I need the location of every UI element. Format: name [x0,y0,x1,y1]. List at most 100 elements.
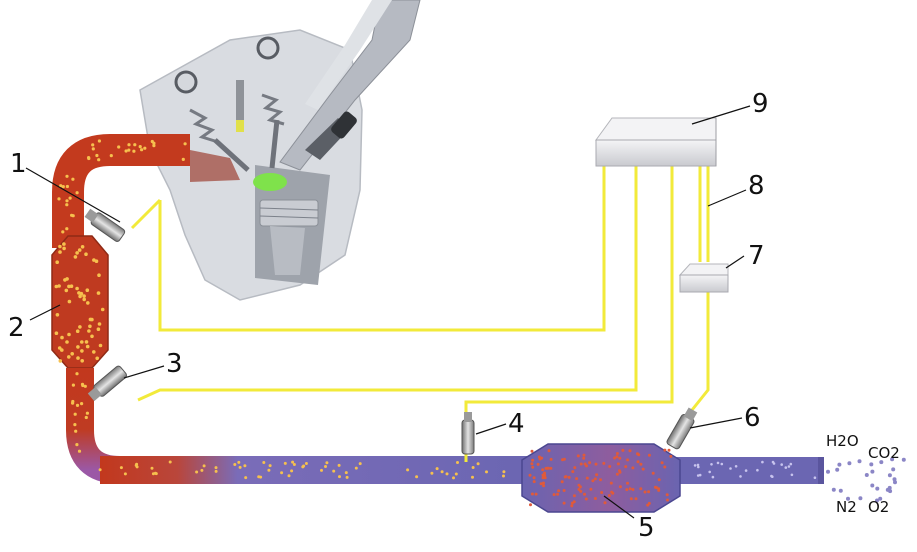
callout-7: 7 [748,241,765,271]
exhaust-particle [84,415,88,420]
emission-molecule [875,498,879,503]
exhaust-particle [290,469,294,473]
exhaust-particle [578,485,582,489]
callout-3: 3 [166,349,183,379]
exhaust-particle [445,472,449,476]
exhaust-particle [54,331,59,336]
exhaust-particle [618,485,622,489]
exhaust-particle [280,471,284,475]
exhaust-particle [610,490,614,494]
exhaust-particle [60,348,64,352]
exhaust-particle [591,479,595,483]
exhaust-particle [78,325,82,329]
exhaust-particle [75,372,79,376]
emission-molecule [835,467,840,472]
exhaust-particle [628,487,632,491]
exhaust-particle [74,429,78,433]
callout-leader-lines [25,105,751,519]
exhaust-particle [531,458,535,462]
emission-molecule [826,469,830,474]
emission-molecule [858,496,863,501]
exhaust-particle [98,468,102,472]
exhaust-particle [406,468,410,472]
exhaust-particle [85,288,90,293]
exhaust-particle [257,475,261,479]
exhaust-particle [268,464,272,468]
exhaust-particle [237,460,241,464]
exhaust-particle [770,474,773,478]
exhaust-particles [54,139,817,508]
exhaust-particle [132,149,136,153]
exhaust-particle [238,465,242,469]
exhaust-particle [608,465,612,468]
exhaust-particle [536,462,540,466]
exhaust-particle [696,463,700,467]
exhaust-particle [647,501,651,505]
exhaust-particle [195,470,199,474]
exhaust-particle [76,345,80,349]
exhaust-particle [784,466,788,469]
callout-9: 9 [752,89,769,119]
exhaust-particle [641,467,645,471]
exhaust-particle [88,324,92,329]
exhaust-particle [78,294,82,299]
emission-molecule [837,462,842,467]
callout-1: 1 [10,149,27,179]
exhaust-particle [181,157,185,161]
emission-molecule [847,461,852,466]
exhaust-particle [547,449,551,453]
exhaust-particle [697,465,700,469]
exhaust-particle [744,469,748,472]
exhaust-particle [415,475,419,479]
exhaust-particle [233,463,237,466]
exhaust-particle [660,461,664,465]
exhaust-particle [716,461,720,465]
exhaust-particle [542,481,545,485]
exhaust-particle [62,242,66,246]
exhaust-particle [80,402,84,406]
pre-catalytic-converter [51,235,109,369]
exhaust-particle [562,489,566,492]
exhaust-particle [84,340,89,344]
exhaust-particle [708,470,711,474]
exhaust-particle [354,466,358,470]
exhaust-particle [790,473,794,477]
exhaust-particle [787,465,791,468]
exhaust-particle [615,472,619,476]
exhaust-particle [55,313,60,317]
emission-molecule [887,473,892,478]
exhaust-particle [152,144,156,148]
exhaust-particle [123,472,127,476]
exhaust-particle [589,487,593,491]
exhaust-particle [542,484,546,488]
exhaust-particle [593,497,597,500]
exhaust-particle [92,258,96,262]
exhaust-particle [135,462,139,466]
exhaust-particle [577,487,581,491]
exhaust-particle [67,299,72,304]
exhaust-particle [624,465,628,469]
exhaust-particle [476,462,480,466]
emission-molecules [826,457,906,503]
exhaust-particle [711,475,715,479]
exhaust-particle [579,489,583,493]
exhaust-particle [124,149,128,153]
exhaust-particle [60,335,64,340]
exhaust-particle [109,154,113,158]
exhaust-particle [83,384,87,388]
exhaust-particle [67,284,71,289]
callout-6: 6 [744,403,761,433]
emission-molecule [838,488,843,493]
exhaust-particle [582,456,586,460]
exhaust-particle [75,191,79,195]
exhaust-particle [153,471,157,475]
exhaust-particle [609,481,613,485]
exhaust-particle [557,489,561,493]
exhaust-particle [593,477,597,481]
exhaust-particle [65,184,69,189]
exhaust-particle [75,329,80,334]
exhaust-particle [77,449,82,453]
exhaust-particle [584,497,588,501]
exhaust-particle [573,466,577,470]
